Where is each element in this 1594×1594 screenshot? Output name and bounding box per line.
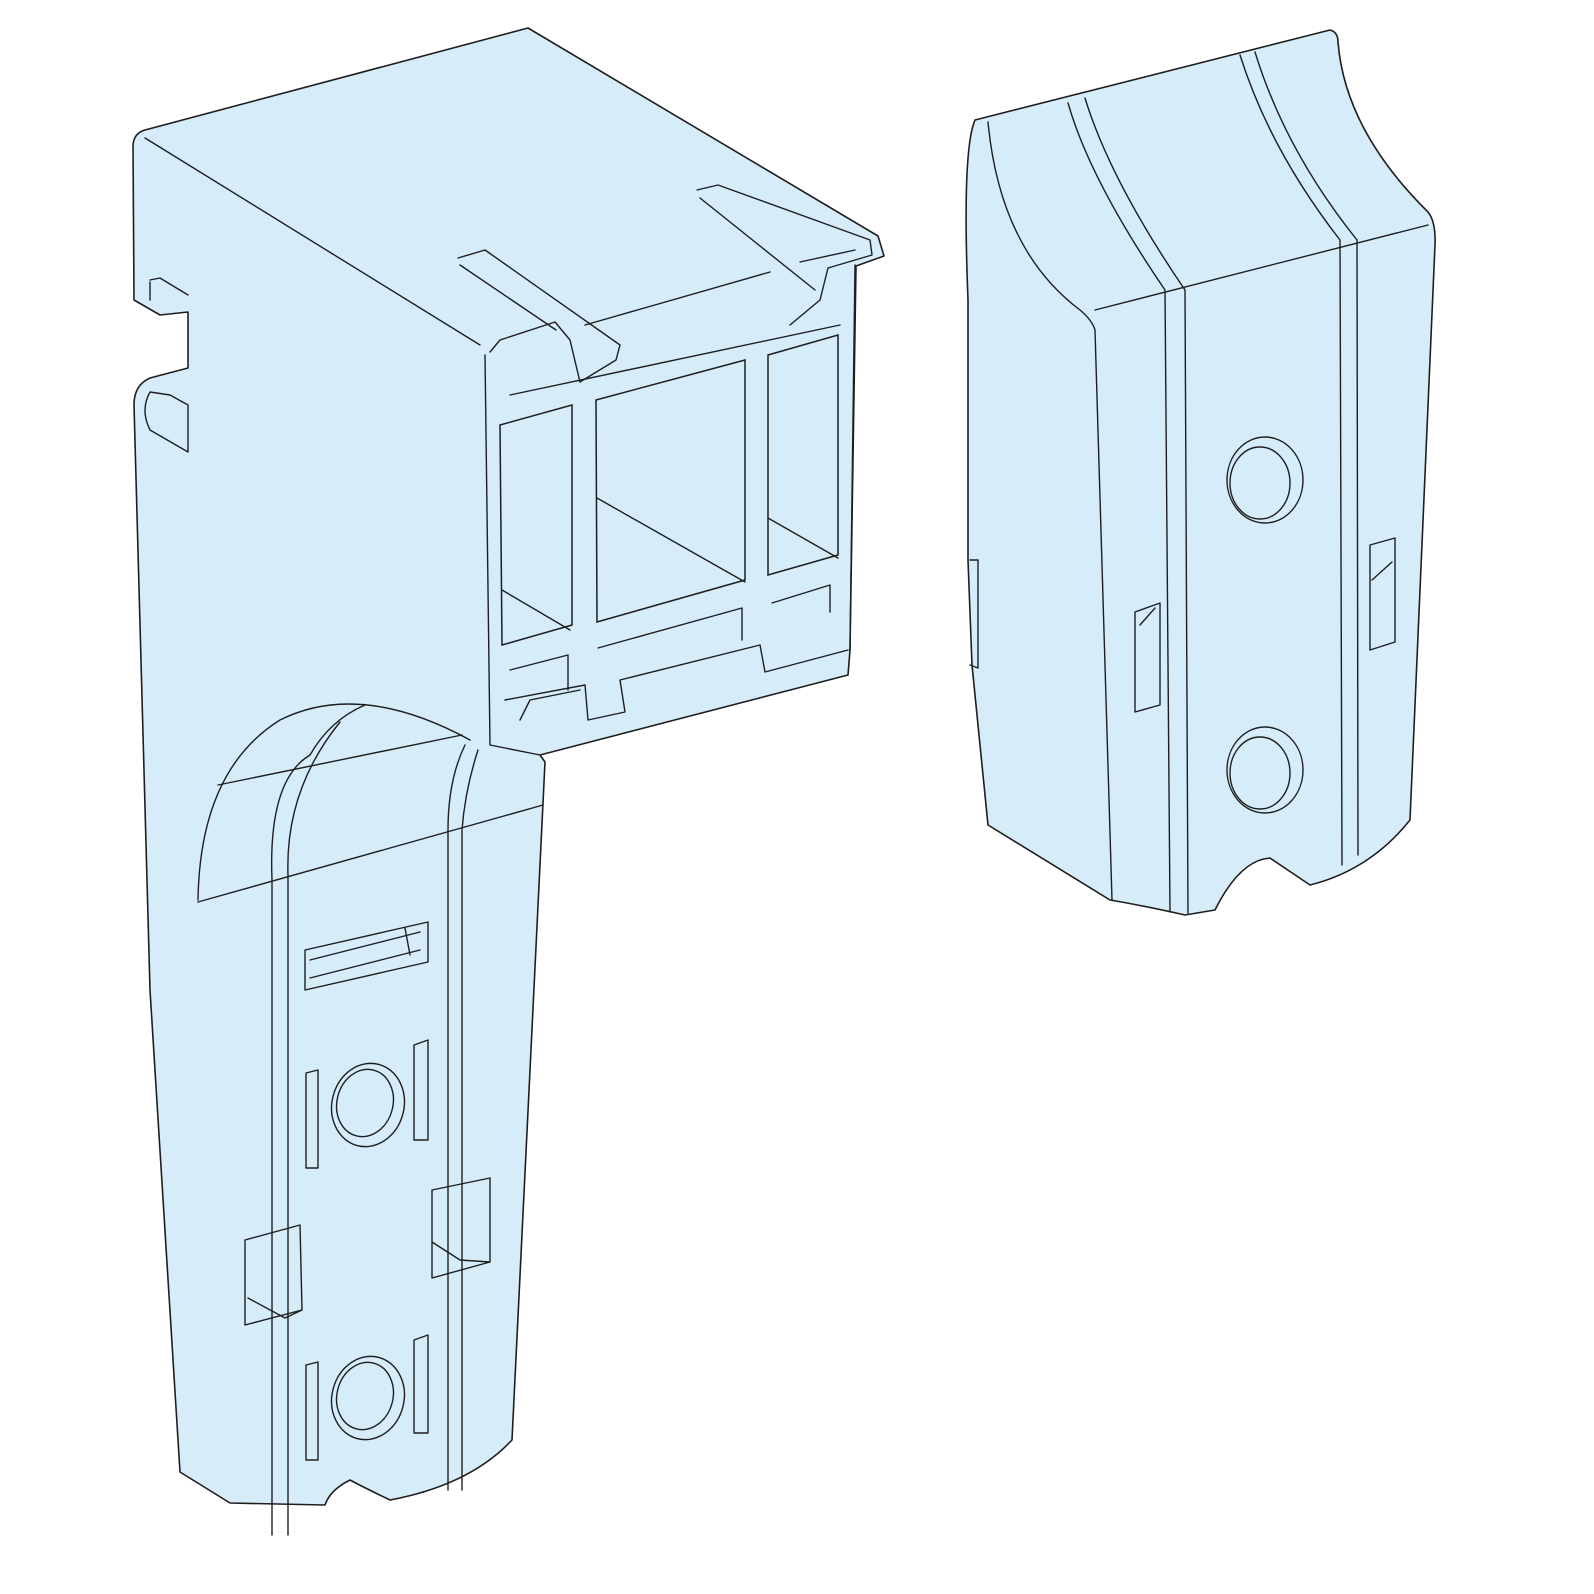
right-cover (965, 29, 1436, 916)
arm-rib-left (270, 704, 366, 1536)
cover-top-edge (987, 121, 1429, 901)
cover-slot-left (1134, 602, 1161, 713)
cage-window-left (499, 404, 573, 646)
cover-rib-right (1239, 51, 1359, 866)
cover-rib-left (1067, 97, 1189, 914)
cage-bottom-tabs (504, 584, 849, 721)
arm-clip-left (244, 1224, 303, 1326)
cage-frame (484, 264, 856, 756)
top-clip-left (457, 249, 621, 383)
cage-window-center (595, 359, 746, 623)
side-notch-upper (149, 277, 189, 301)
arm-hole-lower (305, 1334, 429, 1461)
side-notch-lower (144, 391, 189, 453)
cage-window-right (767, 334, 839, 576)
right-cover-body (965, 29, 1436, 916)
arm-hole-upper (305, 1039, 429, 1169)
cover-slot-right (1369, 537, 1396, 651)
top-face-edge (144, 137, 856, 346)
left-bracket (132, 27, 885, 1536)
arm-clip-right (431, 1177, 491, 1279)
cover-hole-upper (1226, 436, 1304, 524)
arm-rib-right (447, 744, 479, 1491)
cover-hole-lower (1226, 726, 1304, 814)
arm-slot (304, 921, 429, 991)
cover-side-tab (969, 559, 979, 669)
arm-top-curve (197, 703, 544, 903)
top-clip-right (696, 184, 873, 326)
